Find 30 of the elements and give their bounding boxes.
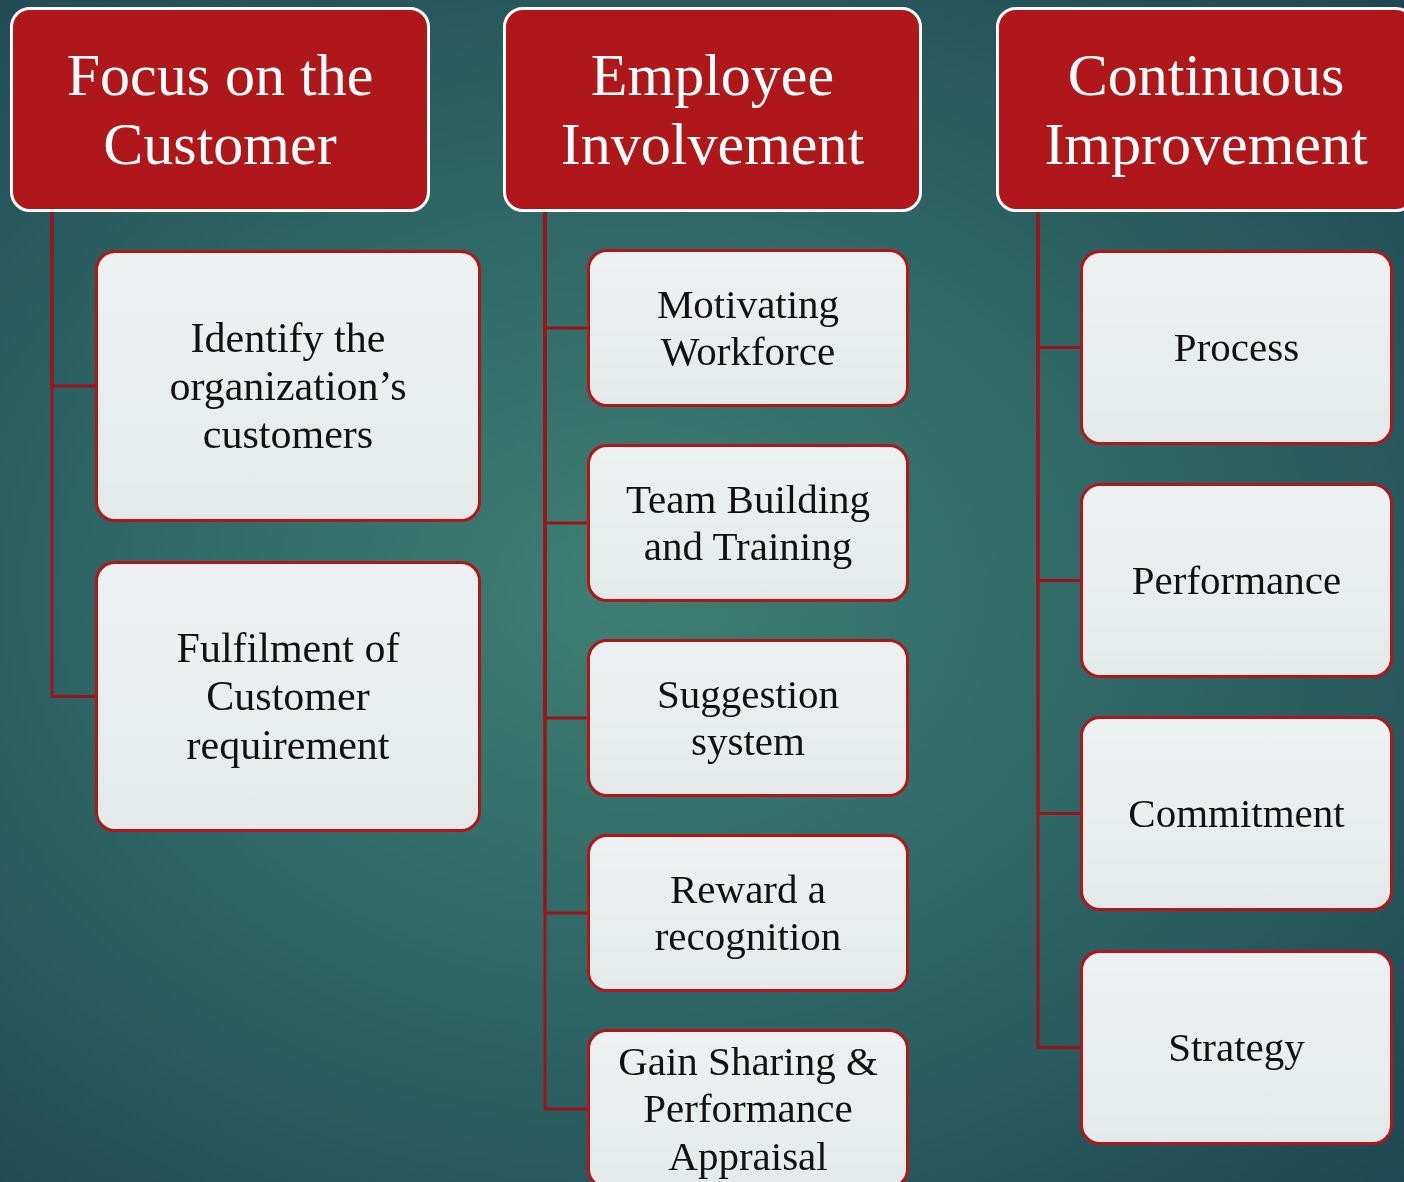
category-header [996, 7, 1404, 212]
item-box [1080, 250, 1393, 445]
box-label: Identify the organization’s customers [168, 313, 408, 459]
connector-line [1036, 212, 1080, 1049]
category-header [503, 7, 922, 212]
item-box [587, 249, 909, 407]
box-label: Gain Sharing & Performance Appraisal [617, 1038, 879, 1180]
item-box [95, 561, 481, 832]
item-box [1080, 950, 1393, 1145]
item-box [1080, 483, 1393, 678]
item-box [95, 250, 481, 522]
box-label: Process [1173, 323, 1300, 372]
item-box [1080, 716, 1393, 911]
box-label: Reward a recognition [653, 865, 843, 961]
item-box [587, 1029, 909, 1182]
box-label: Performance [1131, 556, 1342, 605]
box-label: Continuous Improvement [1043, 40, 1369, 179]
box-label: Focus on the Customer [65, 40, 375, 179]
box-label: Motivating Workforce [655, 280, 841, 376]
item-box [587, 639, 909, 797]
box-label: Team Building and Training [624, 475, 872, 571]
box-label: Fulfilment of Customer requirement [175, 624, 401, 769]
item-box [587, 444, 909, 602]
box-label: Commitment [1128, 789, 1345, 838]
category-header [10, 7, 430, 212]
box-label: Suggestion system [655, 670, 841, 766]
box-label: Strategy [1168, 1023, 1305, 1072]
item-box [587, 834, 909, 992]
box-label: Employee Involvement [559, 40, 866, 179]
connector-line [50, 212, 95, 698]
